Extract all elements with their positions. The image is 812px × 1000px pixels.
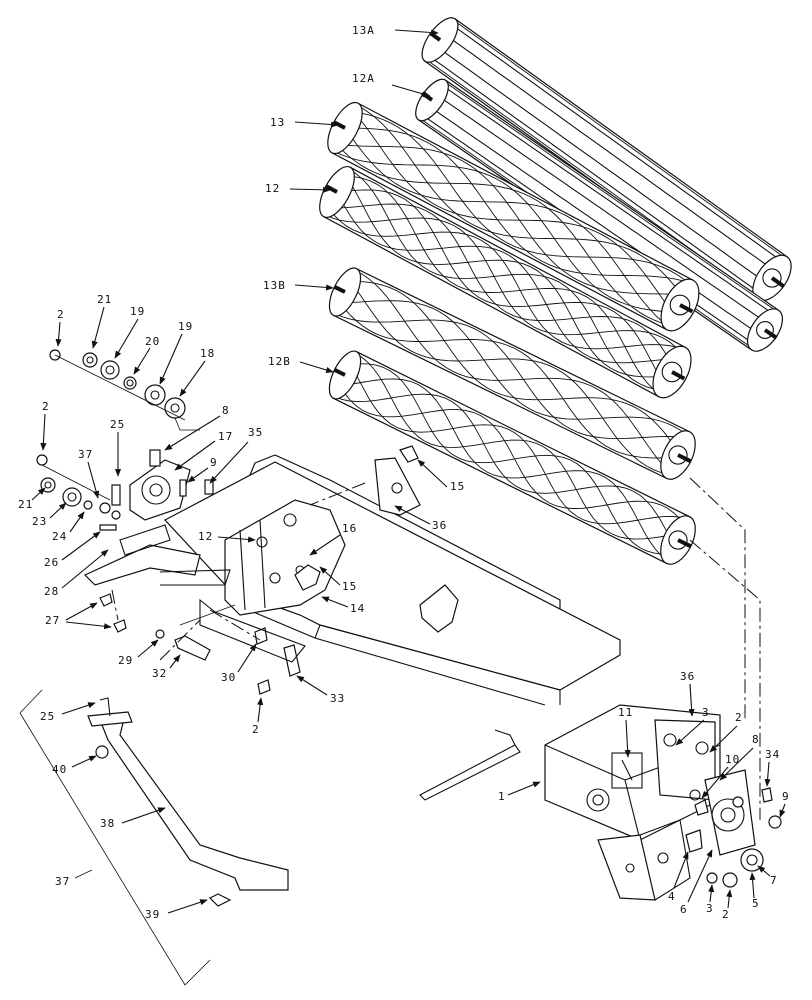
callout-14: 14 — [350, 602, 365, 615]
callout-4: 4 — [668, 890, 676, 903]
callout-2-a: 2 — [57, 308, 65, 321]
roll-12b — [328, 350, 696, 565]
callout-13a: 13A — [352, 24, 375, 37]
callout-16: 16 — [342, 522, 357, 535]
callout-9-b: 9 — [782, 790, 790, 803]
callout-30: 30 — [221, 671, 236, 684]
callout-15-b: 15 — [450, 480, 465, 493]
callout-8-a: 8 — [222, 404, 230, 417]
roll-13b — [328, 267, 696, 480]
callout-23: 23 — [32, 515, 47, 528]
roll-13a — [421, 17, 792, 302]
callout-19-a: 19 — [130, 305, 145, 318]
callout-25-a: 25 — [110, 418, 125, 431]
callout-11: 11 — [618, 706, 633, 719]
callout-37-b: 37 — [55, 875, 70, 888]
callout-12-plate: 12 — [198, 530, 213, 543]
callout-27: 27 — [45, 614, 60, 627]
callout-33: 33 — [330, 692, 345, 705]
callout-35: 35 — [248, 426, 263, 439]
callout-21-b: 21 — [18, 498, 33, 511]
roll-13 — [327, 101, 700, 332]
part-15-bracket — [374, 445, 421, 516]
callout-12b: 12B — [268, 355, 291, 368]
callout-36-b: 36 — [680, 670, 695, 683]
callout-9-a: 9 — [210, 456, 218, 469]
callout-17: 17 — [218, 430, 233, 443]
callout-38: 38 — [100, 817, 115, 830]
callout-24: 24 — [52, 530, 67, 543]
callout-25-b: 25 — [40, 710, 55, 723]
callout-2-b: 2 — [42, 400, 50, 413]
bearing-hardware-lower — [36, 449, 214, 633]
callout-12a: 12A — [352, 72, 375, 85]
callout-26: 26 — [44, 556, 59, 569]
callout-2-d: 2 — [735, 711, 743, 724]
callout-6: 6 — [680, 903, 688, 916]
callout-13: 13 — [270, 116, 285, 129]
lower-bolts — [155, 564, 321, 695]
callout-3-b: 3 — [706, 902, 714, 915]
callout-36-a: 36 — [432, 519, 447, 532]
callout-20: 20 — [145, 335, 160, 348]
callout-8-b: 8 — [752, 733, 760, 746]
left-bracket-plate — [83, 459, 346, 616]
right-bearing-hardware — [685, 769, 782, 888]
callout-3-a: 3 — [702, 706, 710, 719]
callout-40: 40 — [52, 763, 67, 776]
callout-29: 29 — [118, 654, 133, 667]
callout-34: 34 — [765, 748, 780, 761]
callout-15-a: 15 — [342, 580, 357, 593]
callout-18: 18 — [200, 347, 215, 360]
bearing-hardware-upper — [49, 349, 200, 431]
callout-28: 28 — [44, 585, 59, 598]
callout-19-b: 19 — [178, 320, 193, 333]
callout-labels: 13A 12A 13 12 13B 12B 2 21 19 20 19 18 2… — [18, 24, 790, 921]
callout-10: 10 — [725, 753, 740, 766]
callout-21-a: 21 — [97, 293, 112, 306]
callout-1: 1 — [498, 790, 506, 803]
callout-39: 39 — [145, 908, 160, 921]
callout-32: 32 — [152, 667, 167, 680]
callout-2-e: 2 — [722, 908, 730, 921]
callout-37-a: 37 — [78, 448, 93, 461]
assembly-leader-lines — [159, 477, 761, 820]
callout-5: 5 — [752, 897, 760, 910]
callout-13b: 13B — [263, 279, 286, 292]
callout-2-c: 2 — [252, 723, 260, 736]
roll-12 — [319, 166, 692, 399]
rod-assembly — [19, 689, 289, 986]
callout-7: 7 — [770, 874, 778, 887]
callout-12-roll: 12 — [265, 182, 280, 195]
